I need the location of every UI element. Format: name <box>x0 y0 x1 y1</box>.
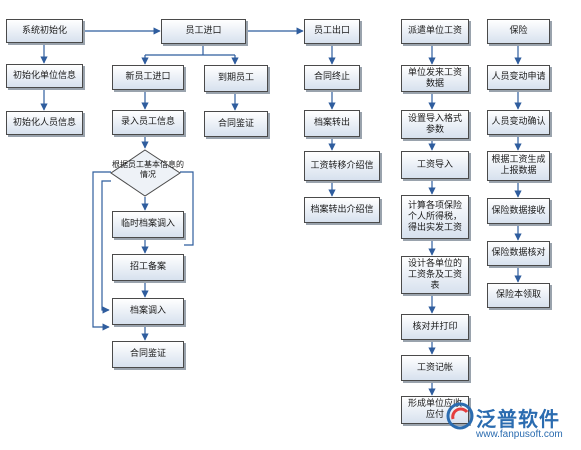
node-staff-exit: 员工出口 <box>304 19 360 44</box>
node-expiring-staff: 到期员工 <box>204 65 268 92</box>
node-calc-insurance-tax: 计算各项保险个人所得税，得出实发工资 <box>401 195 469 239</box>
node-file-transfer-out: 档案转出 <box>304 110 360 137</box>
node-salary-transfer-letter: 工资转移介绍信 <box>304 151 380 181</box>
node-temp-file-transfer: 临时档案调入 <box>112 211 184 238</box>
node-unit-receivable-payable: 形成单位应收应付 <box>401 396 469 424</box>
node-record-staff-info: 录入员工信息 <box>112 110 184 135</box>
node-init-staff-info: 初始化人员信息 <box>6 111 83 135</box>
brand-logo: 泛普软件 www.fanpusoft.com <box>446 402 578 446</box>
brand-name: 泛普软件 <box>476 407 560 431</box>
node-decision-label: 根据员工基本信息的情况 <box>112 160 184 179</box>
node-staff-entry: 员工进口 <box>161 19 246 44</box>
node-check-and-print: 核对并打印 <box>401 314 469 340</box>
node-unit-salary-data: 单位发来工资数据 <box>401 65 469 92</box>
node-insurance-data-receive: 保险数据接收 <box>487 198 550 224</box>
brand-url: www.fanpusoft.com <box>476 429 563 440</box>
node-file-transfer-in: 档案调入 <box>112 298 184 325</box>
node-generate-report-data: 根据工资生成上报数据 <box>487 151 550 181</box>
node-salary-booking: 工资记帐 <box>401 355 469 381</box>
node-contract-verify-entry: 合同鉴证 <box>112 341 184 368</box>
node-design-salary-tables: 设计各单位的工资条及工资表 <box>401 256 469 294</box>
node-insurance: 保险 <box>487 19 550 44</box>
node-insurance-book-collect: 保险本领取 <box>487 283 550 308</box>
node-file-transfer-letter: 档案转出介绍信 <box>304 197 380 223</box>
node-dispatch-unit-salary: 派遣单位工资 <box>401 19 469 44</box>
node-staff-change-confirm: 人员变动确认 <box>487 110 550 135</box>
node-contract-verify-expire: 合同鉴证 <box>204 111 268 137</box>
brand-mark-icon <box>446 402 474 430</box>
node-recruit-record: 招工备案 <box>112 254 184 281</box>
decision-diamond <box>110 149 181 197</box>
node-new-staff-entry: 新员工进口 <box>112 65 184 90</box>
node-salary-import: 工资导入 <box>401 151 469 179</box>
node-init-unit-info: 初始化单位信息 <box>6 64 83 88</box>
node-import-format-params: 设置导入格式参数 <box>401 110 469 139</box>
node-staff-change-apply: 人员变动申请 <box>487 65 550 90</box>
node-contract-termination: 合同终止 <box>304 65 360 90</box>
node-insurance-data-check: 保险数据核对 <box>487 241 550 266</box>
node-system-init: 系统初始化 <box>6 19 83 43</box>
